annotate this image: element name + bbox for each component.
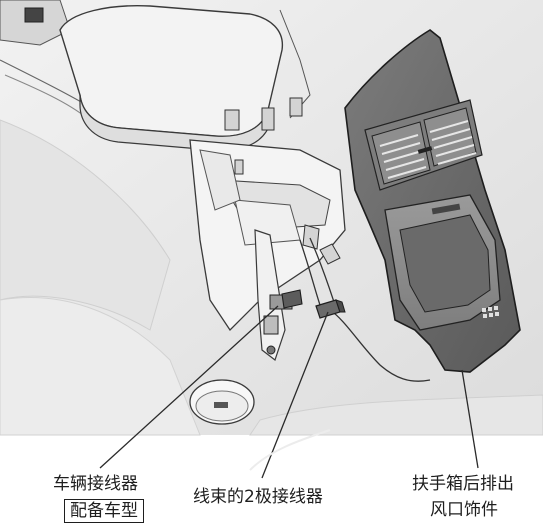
harness-2pole-connector: [315, 299, 346, 319]
floor-round-cap: [189, 379, 255, 425]
vent-trim-label-line1: 扶手箱后排出: [412, 474, 514, 494]
leader-lines: [99, 305, 479, 479]
vehicle-connector-label: 车辆接线器: [53, 474, 138, 494]
upper-left-trim: [0, 0, 96, 123]
leader-harness-connector: [261, 311, 329, 479]
console-body: [189, 97, 346, 332]
usb-port-grid: [482, 306, 499, 318]
vent-louvres-right: [429, 120, 477, 165]
bracket-details: [224, 97, 341, 265]
equipped-models-boxed-label: 配备车型: [64, 499, 144, 523]
faint-watermark: [249, 429, 331, 471]
vent-trim-label-line2: 风口饰件: [430, 500, 498, 520]
vent-louvres-left: [379, 134, 427, 179]
armrest-lid: [59, 5, 311, 151]
leader-vehicle-connector: [99, 305, 279, 469]
vehicle-connector: [281, 289, 303, 309]
harness-connector-label: 线束的2极接线器: [193, 487, 323, 507]
leader-vent-trim: [461, 369, 479, 469]
rear-vent-trim: [344, 29, 521, 373]
